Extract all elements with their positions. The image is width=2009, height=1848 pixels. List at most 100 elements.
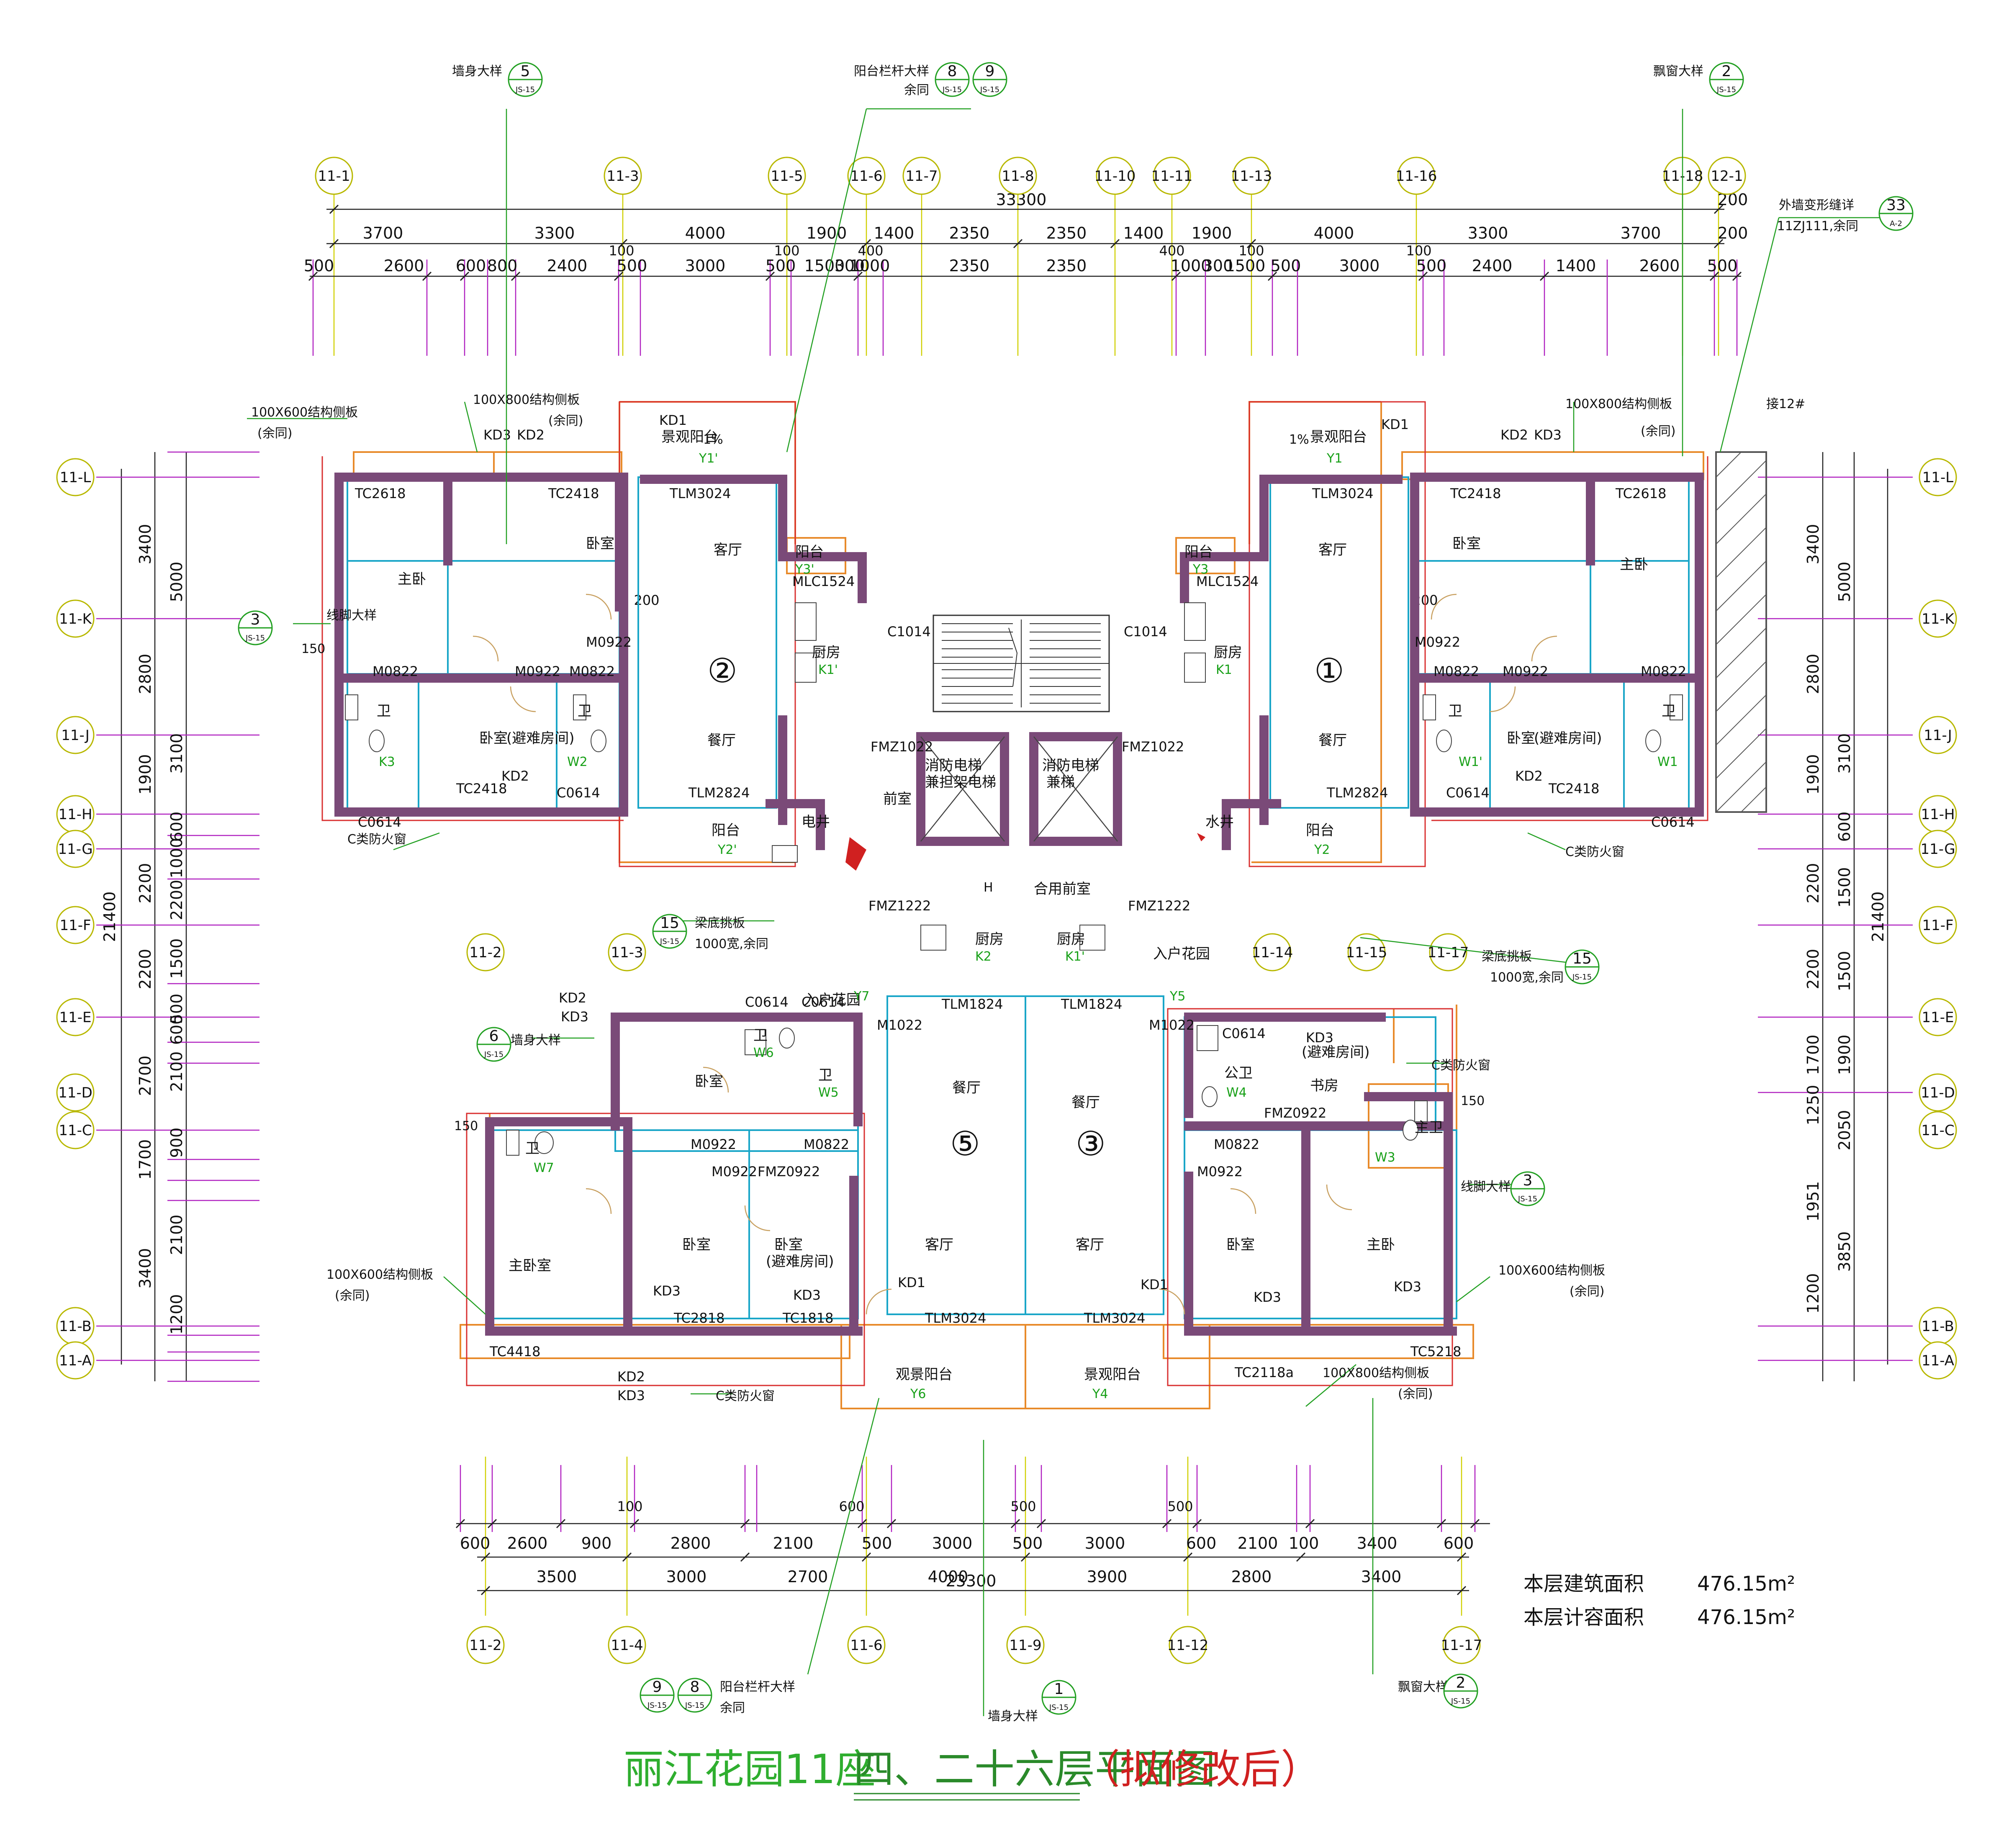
top-dim2-22: 500 [1707,257,1738,275]
note-line-detail-left: 线脚大样 [326,608,377,623]
detail-9-bottom-number: 9 [653,1678,662,1696]
grid-bottom-11-4-label: 11-4 [611,1637,643,1654]
bot-dim1-4: 2100 [773,1534,814,1552]
note-150-right: 150 [1461,1094,1485,1108]
tag-w2p: W2 [567,755,588,769]
detail-6-mid-sheet: JS-15 [484,1050,504,1059]
grid-left-11-C-label: 11-C [59,1122,92,1139]
note-150-lower: 150 [454,1119,478,1133]
detail-2-bottom-number: 2 [1456,1674,1466,1691]
code-tc2418-right: TC2418 [1450,486,1501,501]
code-kd3-g: KD3 [1254,1289,1281,1305]
left-dim2-8: 2100 [167,1051,186,1092]
grid-top-11-13: 11-13 [1231,157,1272,195]
grid-bottom-11-2: 11-2 [466,1626,505,1664]
note-beam-slab-left: 梁底挑板 [695,916,745,930]
room-entry-garden-y7: 入户花园 [804,992,861,1008]
note-side-panel-800-lower: 100X800结构侧板 [1323,1366,1429,1380]
grid-top-11-11-label: 11-11 [1151,168,1193,185]
detail-9-top: 9JS-15 [972,62,1007,97]
left-dim1-1: 2800 [136,654,154,694]
grid-right-11-K-label: 11-K [1922,611,1955,627]
left-dim1-6: 1700 [136,1139,154,1180]
code-c0614-a: C0614 [358,814,401,830]
top-dim2-18: 500 [1416,257,1447,275]
grid-left-11-L: 11-L [56,458,95,496]
right-dim2-0: 5000 [1835,562,1854,602]
top-dim2-7: 500 [766,257,796,275]
note-fire-window-a: C类防火窗 [347,832,406,847]
top-dim1-11: 3700 [1621,224,1661,242]
code-c0614-g: C0614 [1222,1026,1266,1041]
unit-2-number: ② [707,651,737,690]
top-dim2-3: 800 [487,257,518,275]
code-kd3-h: KD3 [1394,1279,1421,1295]
note-joint-title: 外墙变形缝详 [1779,198,1854,213]
note-fire-window-b: C类防火窗 [1565,845,1624,859]
detail-2-top-number: 2 [1722,63,1732,80]
code-c1014-left: C1014 [887,624,931,640]
code-m0922-d: M0922 [1503,663,1548,679]
top-dim1-10: 3300 [1468,224,1508,242]
right-dim2-3: 1500 [1835,867,1854,908]
detail-6-mid-number: 6 [489,1028,499,1045]
code-tc2418-left: TC2418 [548,486,599,501]
top-dim2-21: 2600 [1639,257,1680,275]
grid-left-11-L-label: 11-L [60,469,91,486]
code-kd1-a: KD1 [659,412,687,428]
top-dim2-20: 1400 [1556,257,1596,275]
code-kd3-f: KD3 [793,1287,821,1303]
room-dining-unit1: 餐厅 [1318,732,1347,749]
left-dim1-7: 3400 [136,1248,154,1289]
room-bath-w5: 卫 [818,1067,832,1084]
code-tlm1824-right: TLM1824 [1061,996,1122,1012]
right-dim2-1: 3100 [1835,733,1854,774]
grid-bottom-11-9-label: 11-9 [1009,1637,1041,1654]
grid-left-11-K-label: 11-K [59,611,92,627]
note-yu-tong-bottom: 余同 [720,1701,745,1715]
grid-right-11-G-label: 11-G [1920,841,1955,858]
detail-3-right-number: 3 [1523,1172,1533,1189]
note-same-left-1: (余同) [257,426,292,441]
left-dim2-5: 1500 [167,938,186,979]
code-m0922-a: M0922 [515,663,560,679]
left-dim1-2: 1900 [136,754,154,795]
tag-w1p: W1 [1657,755,1678,769]
grid-right-11-G: 11-G [1919,830,1957,868]
room-living-unit1: 客厅 [1318,542,1347,558]
code-m0822-b: M0822 [569,663,615,679]
left-dim2-11: 1200 [167,1294,186,1335]
bot-dim1-7: 500 [1012,1534,1043,1552]
room-landscape-balcony-y1: 景观阳台 [1310,429,1367,445]
room-living-unit5: 客厅 [925,1236,953,1253]
bot-dim2-4: 3900 [1087,1568,1128,1586]
top-dim-small-4: 100 [1238,243,1264,259]
detail-9-bottom: 9JS-15 [640,1678,675,1713]
note-same-lower-800: (余同) [1398,1387,1433,1401]
building-area-label: 本层建筑面积 [1523,1572,1644,1596]
right-dim1-4: 2200 [1804,949,1822,990]
tag-y2p: Y2' [717,843,737,857]
grid-bottom-11-6: 11-6 [847,1626,886,1664]
detail-15-left-number: 15 [660,915,679,932]
note-side-panel-600-left: 100X600结构侧板 [251,405,358,420]
left-dim2-6: 500 [167,994,186,1024]
top-dim2-16: 500 [1271,257,1301,275]
left-grid-bubbles: 11-L11-K11-J11-H11-G11-F11-E11-D11-C11-B… [56,458,95,1380]
code-c0614-e: C0614 [745,994,789,1010]
tag-k3: K2 [975,949,992,964]
building-area-value: 476.15m² [1697,1572,1795,1596]
note-bay-detail-bottom: 飘窗大样 [1398,1680,1448,1694]
code-tc4418: TC4418 [489,1344,540,1360]
top-dim2-1: 2600 [384,257,424,275]
area-schedule: 本层建筑面积 476.15m² 本层计容面积 476.15m² [1523,1572,1795,1629]
unit-1-number: ① [1314,651,1344,690]
grid-right-11-C: 11-C [1919,1111,1957,1149]
code-tc2418-left-low: TC2418 [456,781,507,797]
stair-core [933,614,1110,712]
code-c0614-d: C0614 [1651,814,1695,830]
detail-1-bottom: 1JS-15 [1041,1680,1076,1715]
